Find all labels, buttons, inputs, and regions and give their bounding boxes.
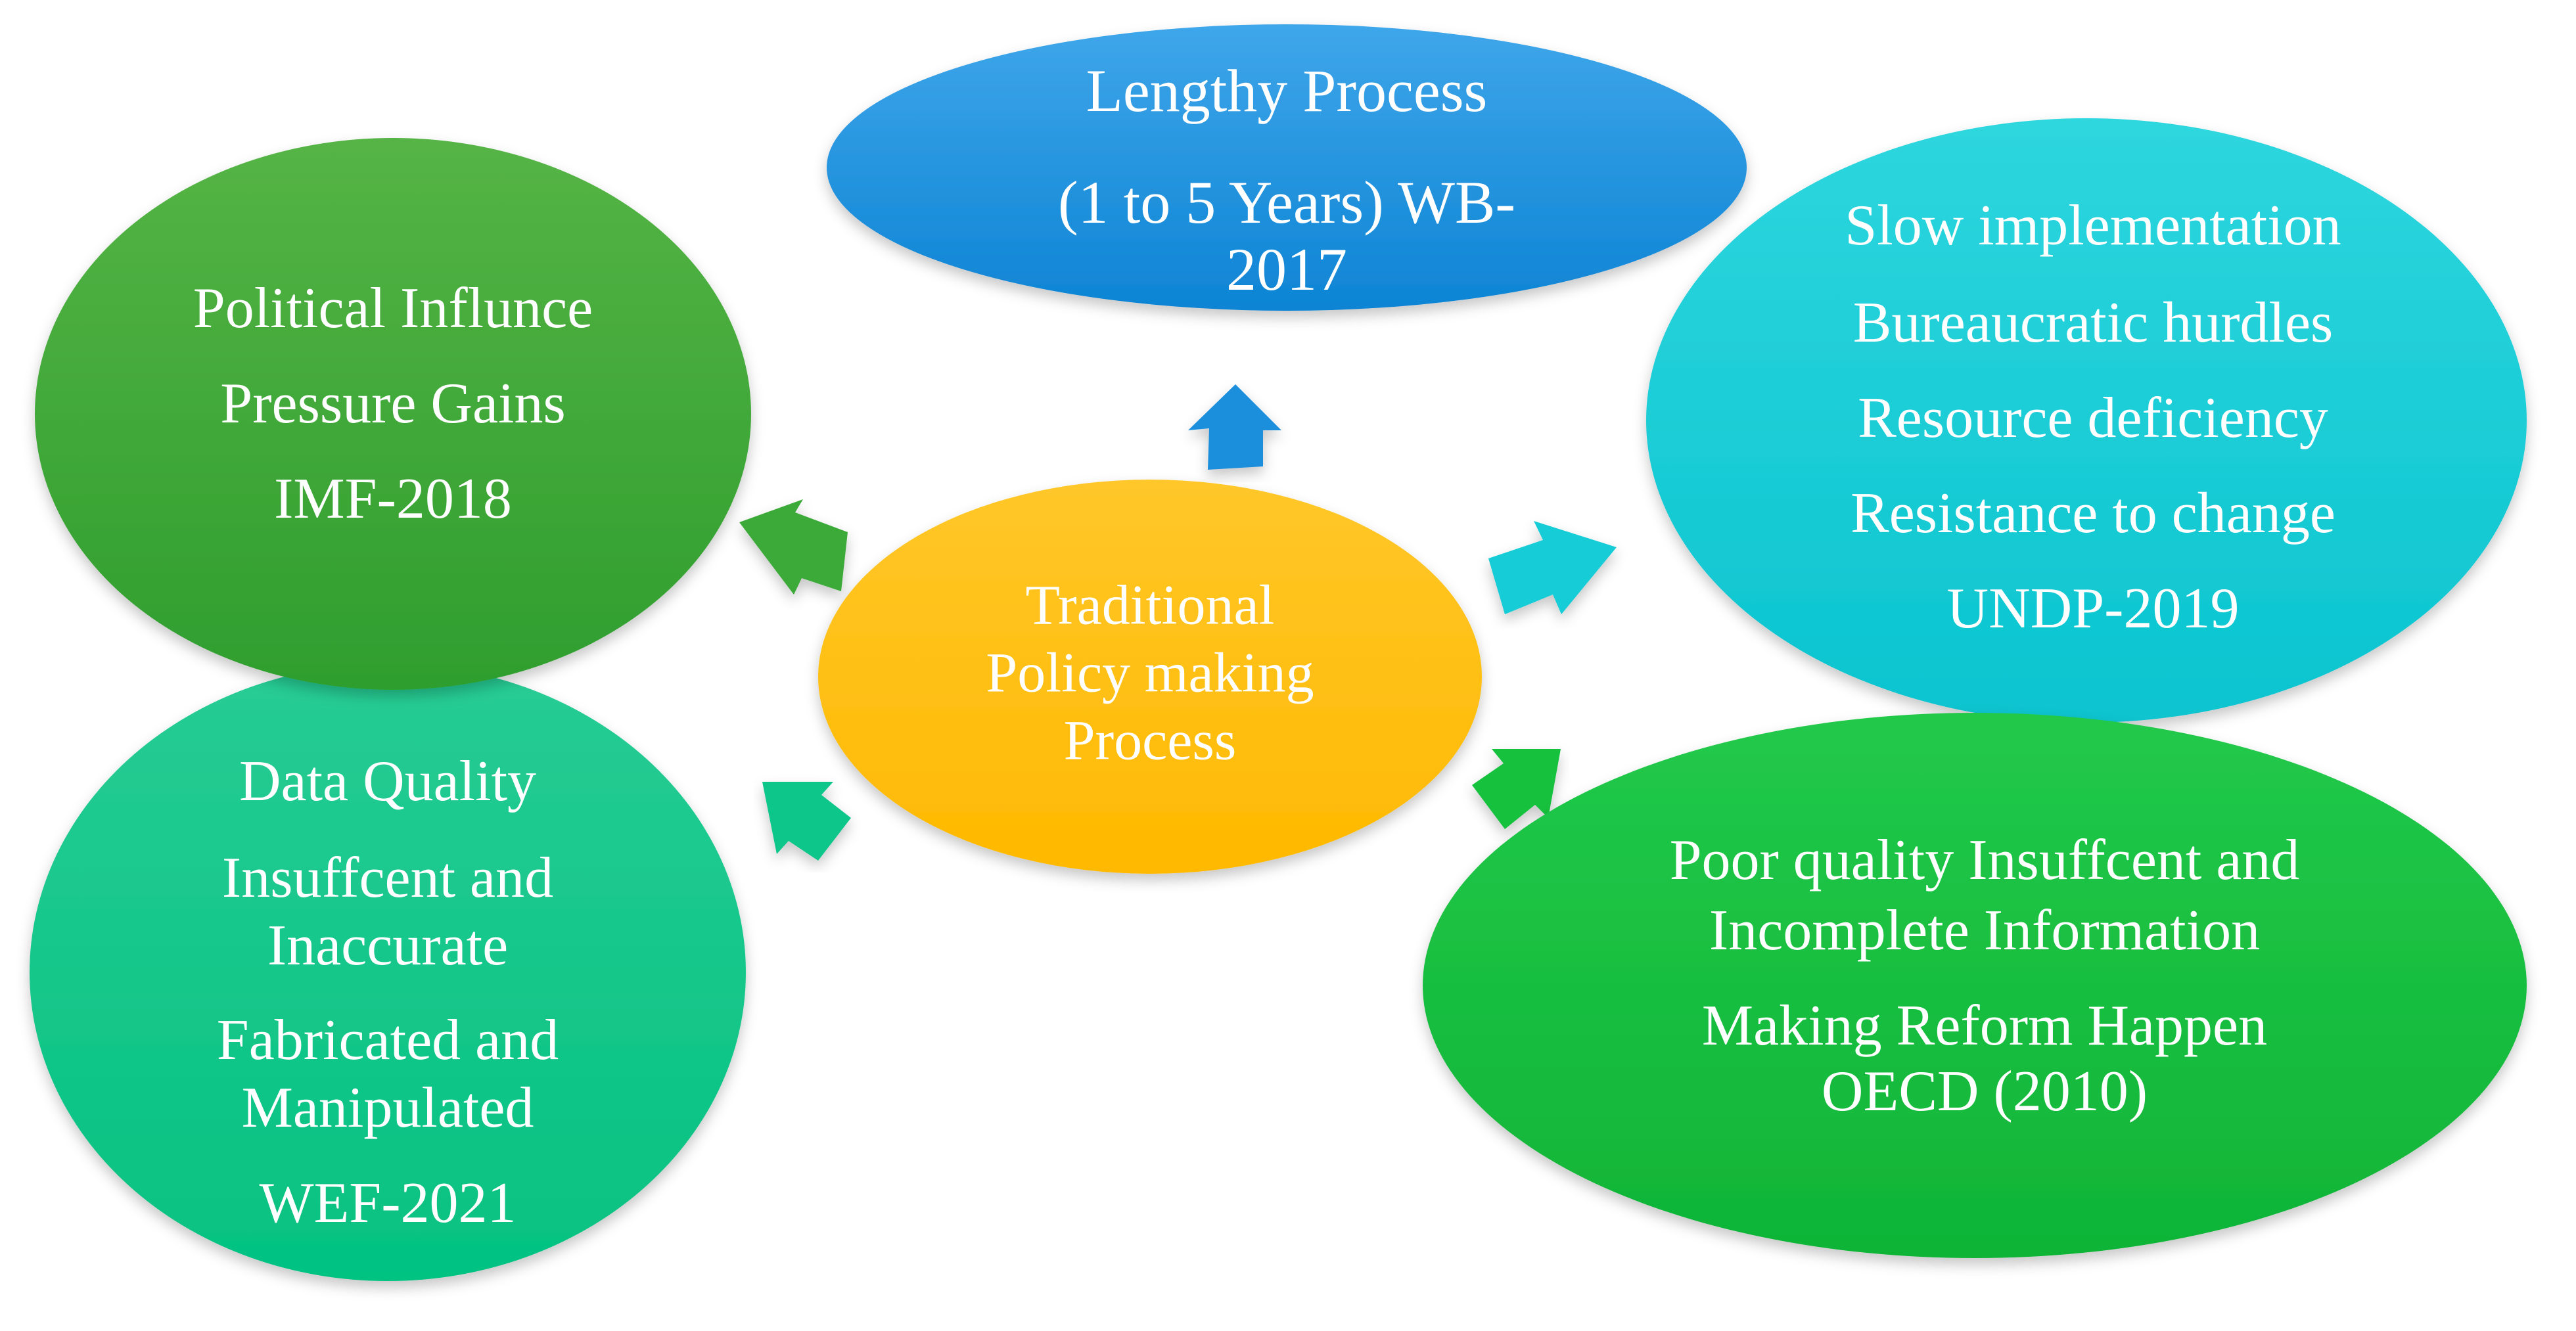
center-ellipse	[818, 480, 1482, 874]
node-top-line: Lengthy Process	[1086, 57, 1488, 124]
node-bottom-right-text: Poor quality Insuffcent and Incomplete I…	[1670, 828, 2300, 1123]
node-top-right-line: UNDP-2019	[1947, 577, 2240, 641]
arrow-to-bottom-right	[1472, 749, 1561, 829]
node-top-left-line: Pressure Gains	[220, 372, 565, 436]
arrow-to-top-left	[739, 499, 848, 595]
node-bottom-left-line: Fabricated and	[217, 1008, 559, 1072]
node-top-left-text: Political Influnce Pressure Gains IMF-20…	[193, 277, 593, 531]
node-top-right-ellipse	[1646, 118, 2527, 723]
node-bottom-left-line: Manipulated	[242, 1076, 534, 1140]
arrow-to-bottom-left	[762, 782, 851, 861]
node-bottom-left-line: Insuffcent and	[222, 846, 553, 910]
node-top-text: Lengthy Process (1 to 5 Years) WB- 2017	[1058, 57, 1515, 303]
node-top-right-text: Slow implementation Bureaucratic hurdles…	[1845, 194, 2341, 641]
node-top-left-ellipse	[35, 138, 751, 690]
arrow-to-top	[1188, 384, 1281, 470]
node-top-ellipse	[827, 24, 1747, 311]
node-bottom-right-line: Poor quality Insuffcent and	[1670, 828, 2300, 892]
node-top-line: (1 to 5 Years) WB-	[1058, 169, 1515, 236]
arrow-to-top-right	[1488, 521, 1617, 614]
node-bottom-right-line: OECD (2010)	[1822, 1060, 2148, 1123]
node-bottom-left-line: Data Quality	[239, 750, 536, 813]
node-top-right-line: Resource deficiency	[1858, 386, 2328, 450]
node-top-left-line: Political Influnce	[193, 277, 593, 340]
node-top-right-line: Bureaucratic hurdles	[1853, 291, 2334, 355]
node-top-line: 2017	[1226, 236, 1347, 303]
node-bottom-left-text: Data Quality Insuffcent and Inaccurate F…	[217, 750, 559, 1235]
node-bottom-left-ellipse	[30, 664, 746, 1281]
node-top-right-line: Resistance to change	[1851, 482, 2335, 545]
node-top-left-line: IMF-2018	[274, 467, 512, 531]
node-top-right-line: Slow implementation	[1845, 194, 2341, 258]
center-text: Traditional Policy making Process	[986, 574, 1314, 772]
center-line: Traditional	[1025, 574, 1274, 637]
node-bottom-left-line: Inaccurate	[267, 914, 508, 978]
node-bottom-right-ellipse	[1423, 713, 2527, 1258]
node-bottom-right-line: Incomplete Information	[1709, 899, 2260, 962]
center-line: Policy making	[986, 641, 1314, 704]
node-bottom-right-line: Making Reform Happen	[1702, 994, 2267, 1058]
center-line: Process	[1064, 709, 1237, 772]
node-bottom-left-line: WEF-2021	[259, 1171, 516, 1235]
